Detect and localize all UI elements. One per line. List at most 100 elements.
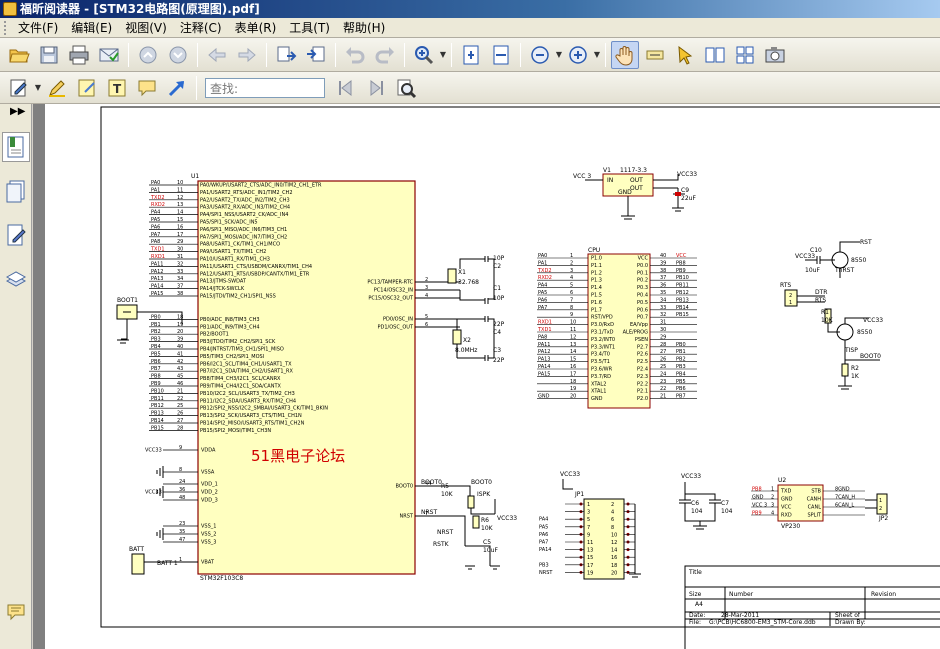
- print-icon[interactable]: [65, 41, 93, 69]
- search-prev-icon[interactable]: [332, 74, 360, 102]
- arrow-tool-icon[interactable]: [163, 74, 191, 102]
- comment-icon[interactable]: [133, 74, 161, 102]
- typewriter-icon[interactable]: [5, 74, 33, 102]
- email-icon[interactable]: [95, 41, 123, 69]
- fit-width-icon[interactable]: [487, 41, 515, 69]
- svg-text:A4: A4: [695, 601, 703, 608]
- cpu-pin-net: PA5: [538, 290, 547, 296]
- highlight-icon[interactable]: [43, 74, 71, 102]
- power-pin-number: 48: [179, 495, 185, 501]
- extract-page-icon[interactable]: [272, 41, 300, 69]
- save-icon[interactable]: [35, 41, 63, 69]
- hand-tool-icon[interactable]: [611, 40, 639, 69]
- select-arrow-icon[interactable]: [671, 41, 699, 69]
- mcu-pin-number: 16: [177, 224, 183, 230]
- zoom-dropdown-arrow[interactable]: ▼: [439, 50, 447, 59]
- svg-text:NRST: NRST: [437, 529, 453, 536]
- cpu-pin-net: PB7: [676, 394, 686, 400]
- svg-text:ISPK: ISPK: [477, 491, 491, 498]
- zoom-in-small-icon[interactable]: [564, 41, 592, 69]
- svg-text:RST: RST: [860, 239, 872, 246]
- sidebar-collapse-icon[interactable]: ▶▶: [10, 106, 26, 117]
- cpu-pin-function: ALE/PROG: [623, 330, 648, 336]
- u2-pin-number: 2: [771, 495, 774, 501]
- menu-help[interactable]: 帮助(H): [342, 20, 386, 35]
- u2-pin-number: 4: [771, 511, 774, 517]
- cpu-pin-function: P0.5: [637, 300, 648, 306]
- cpu-pin-number: 32: [660, 312, 666, 318]
- mcu-pin-function: PB2/BOOT1: [200, 332, 229, 338]
- svg-text:BATT: BATT: [129, 546, 144, 553]
- zoom-in-icon[interactable]: [410, 41, 438, 69]
- menu-tools[interactable]: 工具(T): [289, 20, 330, 35]
- zoom-out-dropdown-arrow[interactable]: ▼: [555, 50, 563, 59]
- search-next-icon[interactable]: [362, 74, 390, 102]
- title-bar: 福昕阅读器 - [STM32电路图(原理图).pdf]: [0, 0, 940, 18]
- cpu-pin-net: PB14: [676, 305, 689, 311]
- menu-comment[interactable]: 注释(C): [179, 20, 222, 35]
- jp1-pin-number: 17: [587, 563, 593, 569]
- snapshot-icon[interactable]: [761, 41, 789, 69]
- cpu-pin-function: P3.4/T0: [591, 352, 610, 358]
- menu-form[interactable]: 表单(R): [234, 20, 277, 35]
- u2-pin-net: PB8: [752, 487, 762, 493]
- jp1-pin-number: 5: [587, 517, 590, 523]
- attachments-icon[interactable]: [2, 596, 30, 626]
- next-view-icon[interactable]: [233, 41, 261, 69]
- cpu-pin-number: 6: [570, 290, 573, 296]
- svg-text:C2: C2: [493, 263, 501, 270]
- boot1-batt-connectors: BOOT1 BATT BATT 1: [116, 297, 198, 575]
- note-icon[interactable]: [73, 74, 101, 102]
- bookmarks-icon[interactable]: [2, 132, 30, 162]
- mcu-pin-function: NRST: [400, 514, 414, 520]
- annotations-icon[interactable]: [2, 220, 30, 250]
- previous-view-icon[interactable]: [203, 41, 231, 69]
- power-pin-net: VCC33: [145, 490, 162, 496]
- menu-grip: [4, 20, 8, 35]
- page-down-icon[interactable]: [164, 41, 192, 69]
- layers-icon[interactable]: [2, 264, 30, 294]
- page-up-icon[interactable]: [134, 41, 162, 69]
- cpu-pin-net: PA15: [538, 371, 550, 377]
- svg-text:GND: GND: [618, 189, 632, 196]
- cpu-pin-net: TXD1: [537, 327, 552, 333]
- search-input[interactable]: 查找:: [205, 77, 325, 98]
- svg-text:File:: File:: [689, 619, 701, 626]
- cpu-pin-number: 40: [660, 253, 666, 259]
- advanced-search-icon[interactable]: [392, 74, 420, 102]
- svg-text:10P: 10P: [493, 295, 505, 302]
- menu-edit[interactable]: 编辑(E): [71, 20, 113, 35]
- cpu-pin-function: P0.2: [637, 278, 648, 284]
- two-page-icon[interactable]: [701, 41, 729, 69]
- typewriter-dropdown-arrow[interactable]: ▼: [34, 83, 42, 92]
- u2-pin-number: 1: [771, 487, 774, 493]
- text-select-icon[interactable]: [641, 41, 669, 69]
- fit-page-icon[interactable]: [457, 41, 485, 69]
- continuous-icon[interactable]: [731, 41, 759, 69]
- menu-view[interactable]: 视图(V): [125, 20, 167, 35]
- power-pin-number: 9: [179, 445, 182, 451]
- mcu-pin-function: PA12/USART1_RTS/USBDP/CANTX/TIM1_ETR: [200, 271, 310, 277]
- zoom-level-dropdown-arrow[interactable]: ▼: [593, 50, 601, 59]
- u2-pin-function: STB: [811, 489, 821, 495]
- open-folder-icon[interactable]: [5, 41, 33, 69]
- svg-text:10K: 10K: [821, 317, 834, 324]
- redo-icon[interactable]: [371, 41, 399, 69]
- jp1-pin-net: PA5: [539, 524, 548, 530]
- jp1-pin-number: 6: [611, 517, 614, 523]
- undo-icon[interactable]: [341, 41, 369, 69]
- u2-pin-function: CANL: [808, 505, 822, 511]
- jp1-pin-number: 11: [587, 540, 593, 546]
- insert-page-icon[interactable]: [302, 41, 330, 69]
- mcu-pin-net: TXD1: [150, 247, 165, 253]
- pages-icon[interactable]: [2, 176, 30, 206]
- zoom-out-icon[interactable]: [526, 41, 554, 69]
- cpu-pin-net: PB10: [676, 275, 689, 281]
- textbox-icon[interactable]: T: [103, 74, 131, 102]
- menu-file[interactable]: 文件(F): [18, 20, 59, 35]
- cpu-pin-net: PB13: [676, 297, 689, 303]
- cpu-pin-net: PA6: [538, 297, 547, 303]
- cpu-pin-net: PA13: [538, 357, 550, 363]
